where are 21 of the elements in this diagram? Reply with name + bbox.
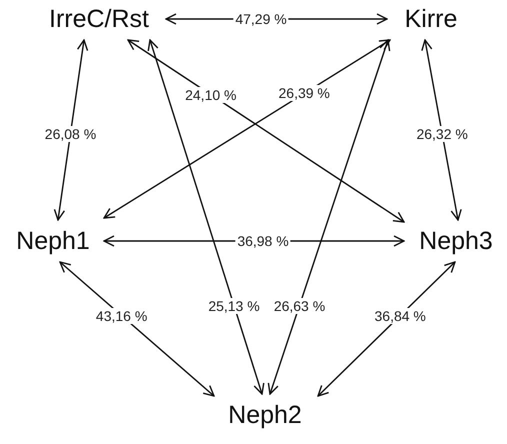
double-arrow	[54, 39, 88, 221]
double-arrow	[59, 261, 215, 397]
gene-label: Neph1	[10, 224, 96, 258]
double-arrow	[148, 39, 264, 395]
edge-label: 24,10 %	[183, 86, 238, 103]
gene-label: Neph2	[218, 398, 312, 432]
edge-label: 25,13 %	[206, 298, 262, 314]
gene-label: IrreC/Rst	[38, 2, 160, 36]
edge-label: 26,08 %	[42, 126, 98, 142]
gene-label: Kirre	[393, 2, 469, 36]
edge-label: 47,29 %	[233, 11, 289, 27]
double-arrow	[268, 39, 390, 395]
edge-label: 43,16 %	[94, 308, 150, 324]
edge-label: 36,84 %	[372, 308, 428, 324]
edge-label: 26,32 %	[414, 126, 470, 142]
edge-label: 36,98 %	[235, 233, 291, 249]
double-arrow	[421, 39, 462, 221]
edge-label: 26,39 %	[276, 85, 332, 102]
double-arrow	[317, 261, 456, 397]
gene-label: Neph3	[411, 224, 501, 258]
edge-label: 26,63 %	[272, 298, 328, 314]
